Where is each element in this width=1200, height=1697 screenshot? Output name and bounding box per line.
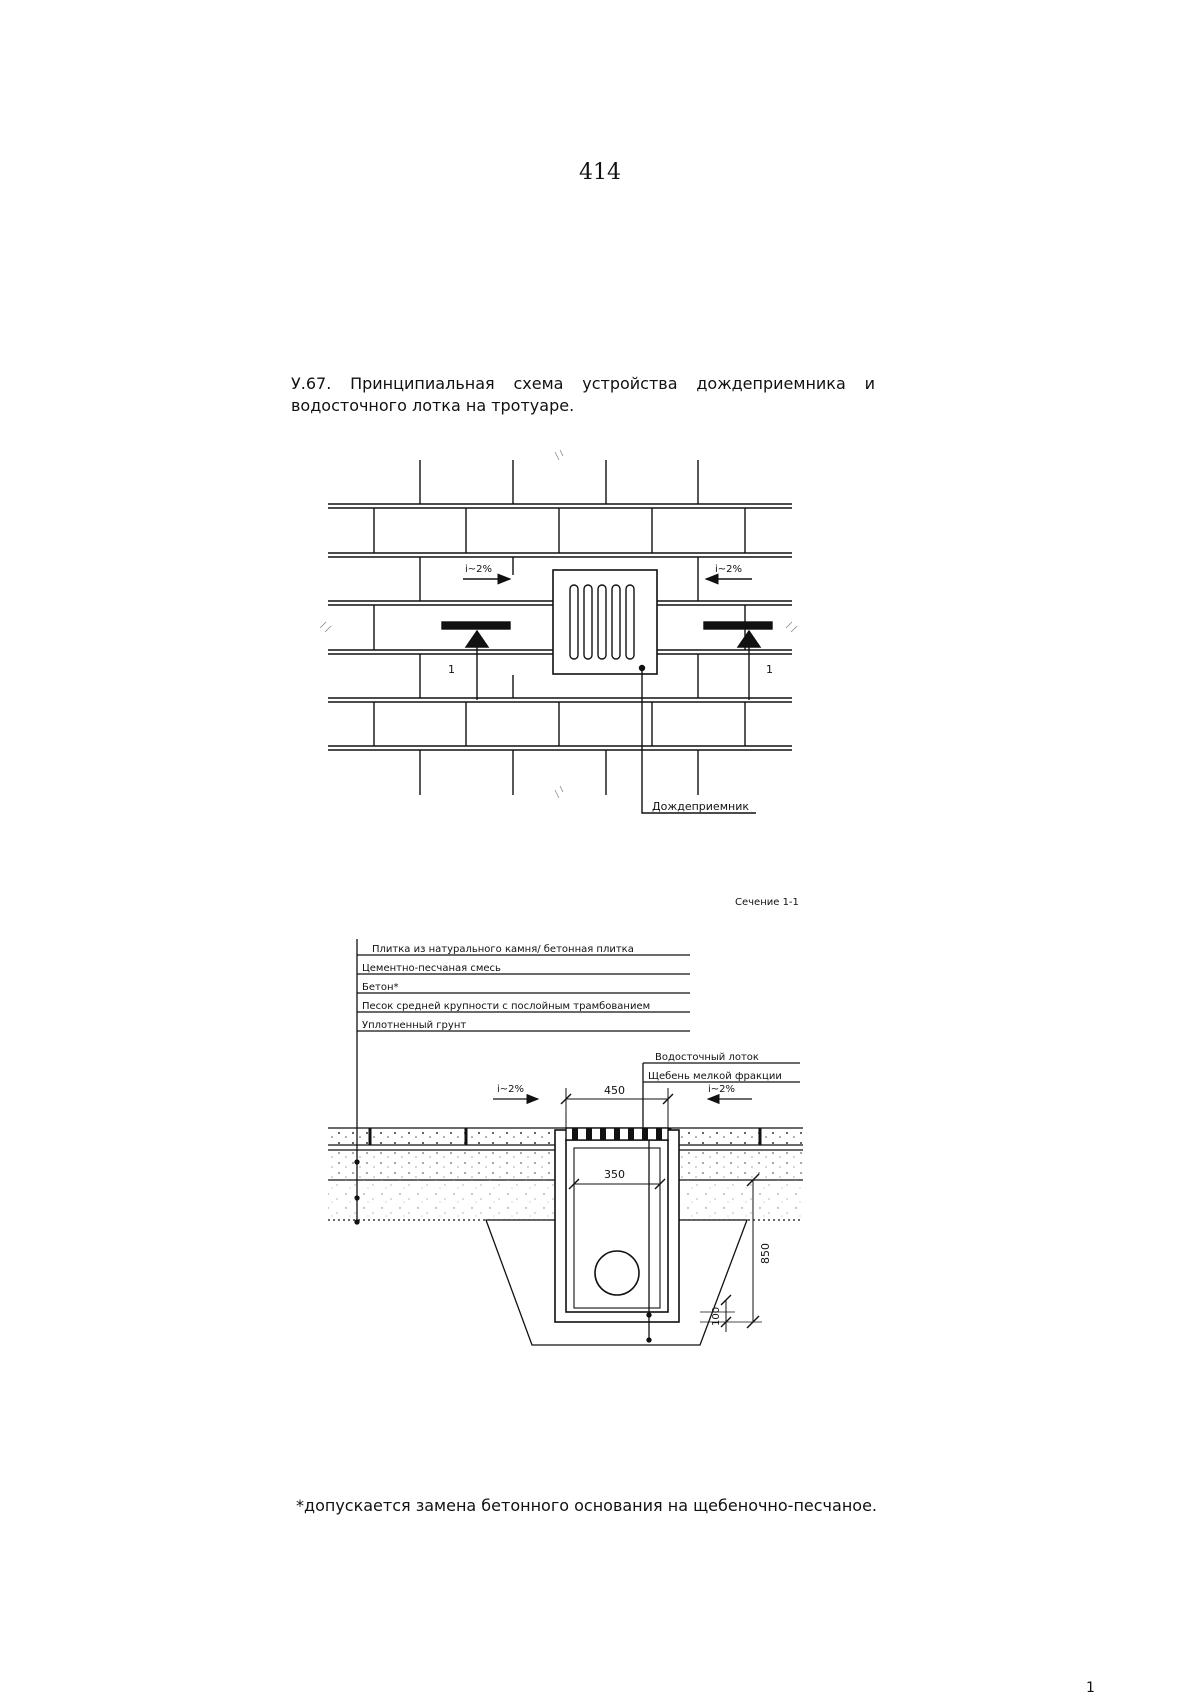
- layer-label: Песок средней крупности с послойным трам…: [362, 1001, 650, 1012]
- paving-pattern: [328, 460, 792, 795]
- figure-caption: У.67. Принципиальная схема устройства до…: [291, 373, 875, 417]
- section-slope-left: i~2%: [497, 1084, 524, 1095]
- section-title: Сечение 1-1: [735, 897, 799, 908]
- inlet-label: Дождеприемник: [652, 800, 749, 813]
- section-view: [328, 939, 803, 1346]
- section-mark-left: 1: [448, 663, 455, 676]
- caption-word: и: [864, 374, 875, 393]
- dim-100: 100: [711, 1307, 722, 1326]
- grate-slots: [569, 584, 635, 660]
- section-slope-right: i~2%: [708, 1084, 735, 1095]
- section-cut-left: [441, 621, 511, 630]
- layer-label: Уплотненный грунт: [362, 1020, 466, 1031]
- plan-slope-label-left: i~2%: [465, 564, 492, 575]
- layer-label: Цементно-песчаная смесь: [362, 963, 501, 974]
- caption-word: У.67.: [291, 374, 332, 393]
- layer-label: Бетон*: [362, 982, 399, 993]
- dim-450: 450: [604, 1084, 625, 1097]
- corner-mark: 1: [1086, 1680, 1095, 1696]
- plan-slope-label-right: i~2%: [715, 564, 742, 575]
- dim-850: 850: [759, 1243, 772, 1264]
- caption-word: схема: [513, 374, 564, 393]
- footnote: *допускается замена бетонного основания …: [296, 1496, 877, 1515]
- caption-word: дождеприемника: [696, 374, 846, 393]
- section-cut-right: [703, 621, 773, 630]
- right-label: Водосточный лоток: [655, 1052, 759, 1063]
- dim-350: 350: [604, 1168, 625, 1181]
- layer-label: Плитка из натурального камня/ бетонная п…: [372, 944, 634, 955]
- caption-word: устройства: [582, 374, 678, 393]
- outlet-pipe: [594, 1250, 640, 1296]
- caption-word: Принципиальная: [350, 374, 495, 393]
- section-mark-right: 1: [766, 663, 773, 676]
- caption-line-2: водосточного лотка на тротуаре.: [291, 396, 575, 415]
- page-number: 414: [579, 160, 621, 185]
- right-label: Щебень мелкой фракции: [648, 1071, 782, 1082]
- plan-view: [319, 449, 798, 814]
- caption-line-1: У.67. Принципиальная схема устройства до…: [291, 373, 875, 395]
